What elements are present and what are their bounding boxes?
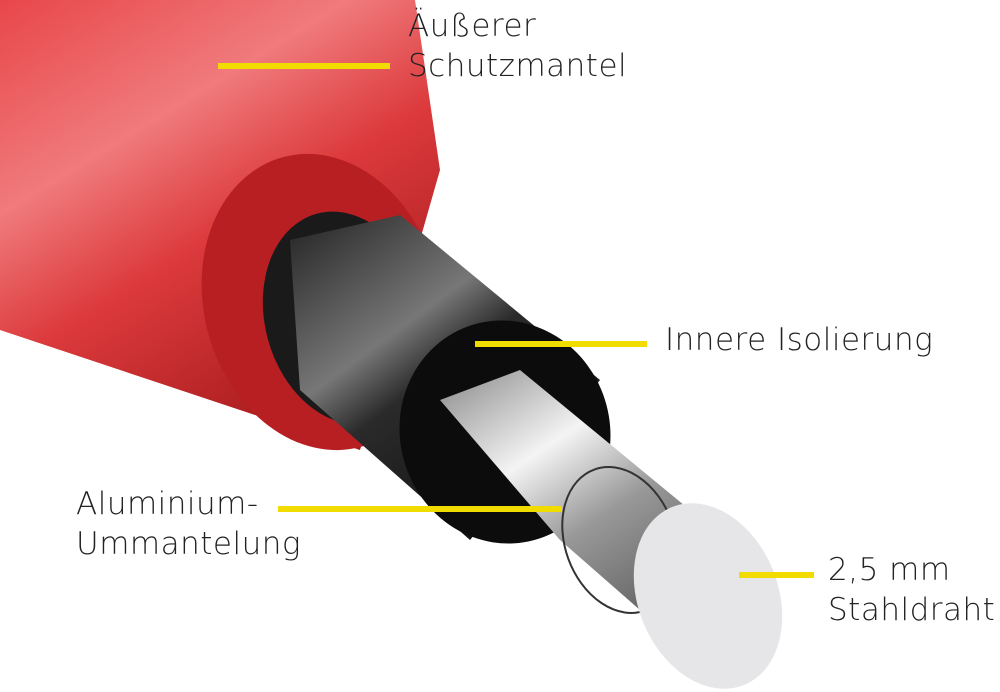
label-aluminium-line-2: Ummantelung: [76, 526, 301, 562]
leader-aluminium: [278, 506, 562, 512]
label-steel-wire-line-2: Stahldraht: [828, 592, 996, 628]
leader-inner-insulation: [475, 341, 647, 347]
label-steel-wire-line-1: 2,5 mm: [828, 552, 951, 588]
label-outer-jacket: Äußerer Schutzmantel: [408, 6, 627, 86]
label-aluminium: Aluminium- Ummantelung: [76, 484, 301, 564]
label-steel-wire: 2,5 mm Stahldraht: [828, 550, 995, 630]
label-outer-jacket-line-2: Schutzmantel: [408, 48, 628, 84]
label-inner-insulation-text: Innere Isolierung: [665, 322, 934, 358]
label-outer-jacket-line-1: Äußerer: [408, 8, 537, 44]
leader-steel-wire: [739, 572, 814, 578]
label-aluminium-line-1: Aluminium-: [76, 486, 259, 522]
leader-outer-jacket: [218, 63, 390, 69]
wire-face: [633, 503, 783, 689]
label-inner-insulation: Innere Isolierung: [665, 320, 933, 360]
